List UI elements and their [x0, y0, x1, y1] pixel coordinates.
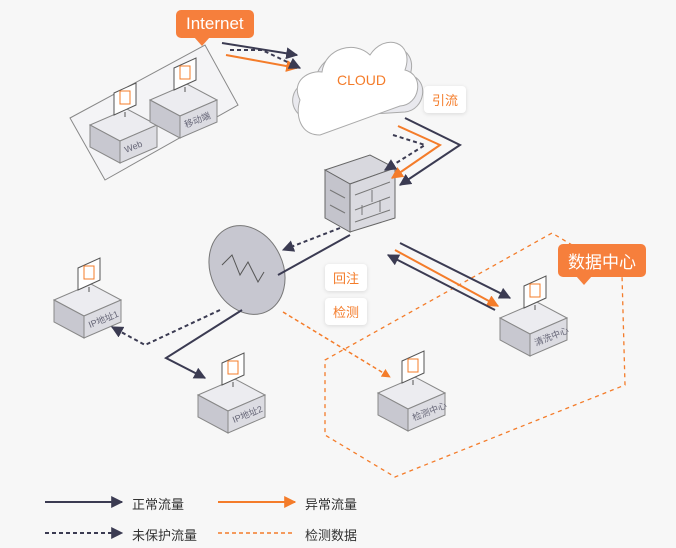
detection-device-icon [208, 225, 286, 315]
divert-bubble: 引流 [424, 86, 467, 113]
flow-arrows [110, 42, 512, 379]
arrow-scrub-reinject [386, 254, 496, 311]
monitor-icon [401, 350, 425, 385]
arrow-divert-abnormal [391, 125, 443, 179]
legend-normal: 正常流量 [132, 497, 185, 512]
monitor-icon [221, 352, 245, 387]
node-ip2: IP地址2 [196, 352, 267, 434]
cloud-icon [292, 41, 424, 136]
detect-bubble: 检测 [325, 298, 368, 325]
monitor-icon [77, 257, 101, 292]
node-ip1: IP地址1 [52, 257, 123, 339]
datacenter-zone [324, 232, 626, 478]
arrow-fw-scrub [399, 242, 512, 299]
arrow-fw-detector [281, 227, 341, 252]
arrow-internet-cloud-unprotected [230, 49, 302, 69]
legend-unprotected: 未保护流量 [132, 528, 198, 543]
cloud-label: CLOUD [337, 72, 386, 88]
arrow-divert-unprotected [383, 134, 428, 171]
node-mobile: 移动端 [148, 57, 219, 139]
internet-tag: Internet [176, 10, 254, 46]
legend-detection: 检测数据 [305, 528, 358, 543]
arrow-internet-cloud-abnormal [225, 54, 299, 72]
reinject-bubble: 回注 [325, 264, 368, 291]
monitor-icon [173, 57, 197, 92]
node-scrub: 清洗中心 [498, 275, 570, 357]
arrow-fw-detector-normal [277, 234, 351, 276]
firewall-icon [323, 154, 397, 233]
legend-abnormal: 异常流量 [305, 497, 358, 512]
monitor-icon [113, 82, 137, 117]
node-monitor: 检测中心 [376, 350, 448, 432]
monitor-icon [523, 275, 547, 310]
arrow-to-ip1 [110, 309, 221, 347]
arrow-divert-normal [399, 117, 463, 186]
arrow-fw-scrub-abnormal [394, 249, 500, 307]
datacenter-tag: 数据中心 [558, 244, 646, 285]
arrow-to-ip2 [163, 309, 243, 379]
